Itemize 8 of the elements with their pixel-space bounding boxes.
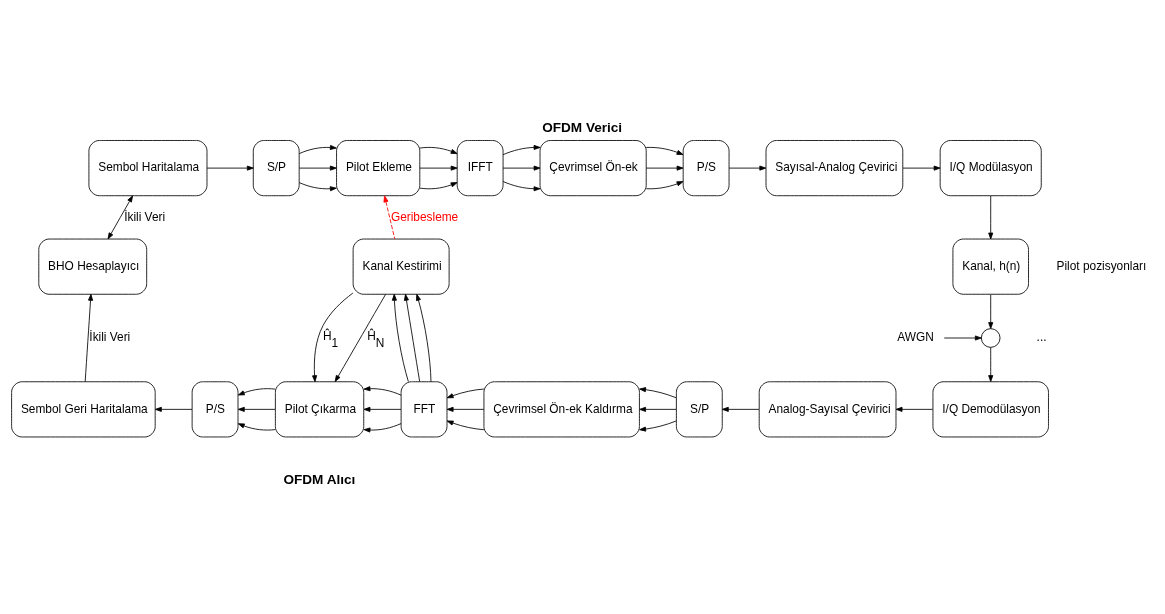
edge-label: Geribesleme [390, 209, 459, 224]
caption: OFDM Alıcı [283, 472, 356, 488]
label: Pilot pozisyonları [1056, 258, 1147, 273]
diagram-title: OFDM Verici [542, 119, 623, 135]
edge-label: İkili Veri [89, 330, 131, 345]
node-text: AWGN [897, 330, 934, 345]
edge-label: İkili Veri [124, 209, 166, 224]
label: ... [1036, 330, 1047, 345]
